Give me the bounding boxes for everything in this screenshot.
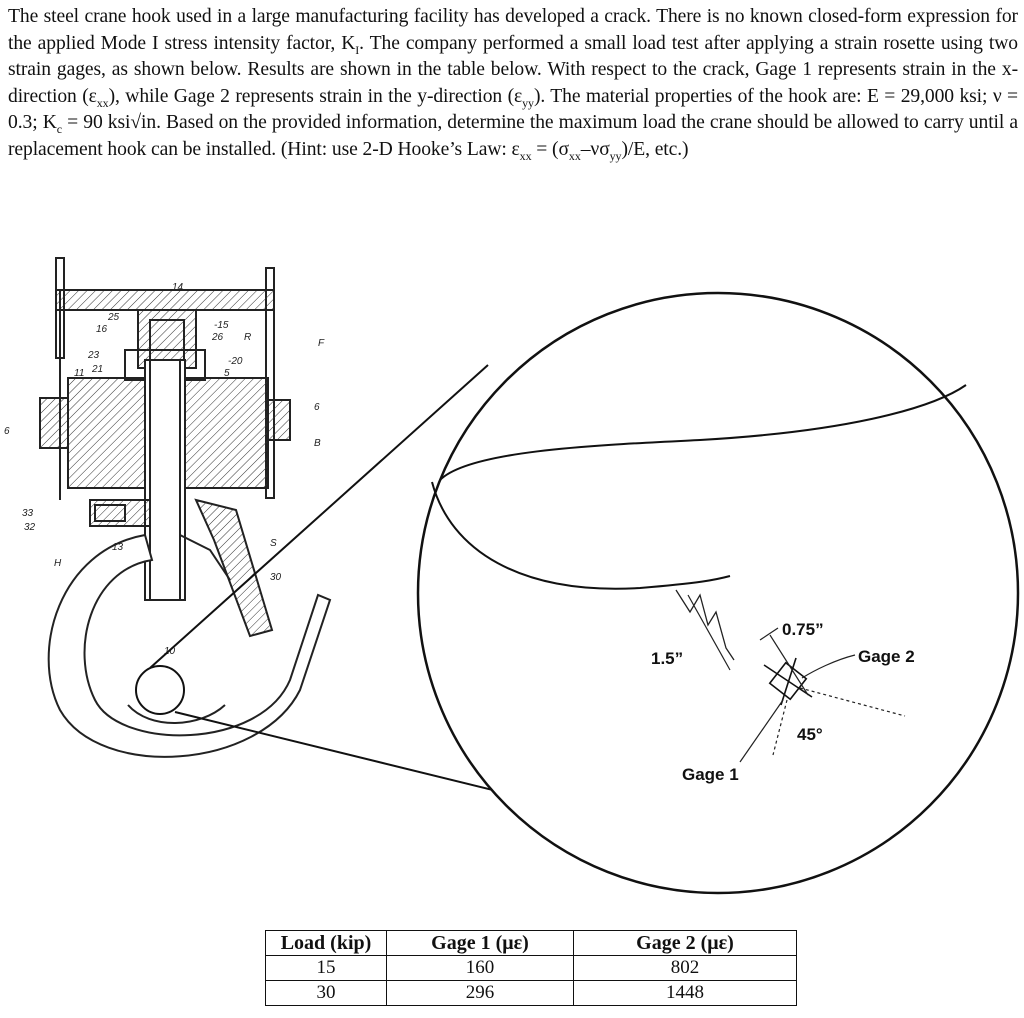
part-label: 23	[87, 350, 100, 361]
part-label: R	[244, 332, 251, 343]
table-header-row: Load (kip) Gage 1 (με) Gage 2 (με)	[265, 930, 797, 956]
angle-label: 45°	[797, 725, 823, 744]
part-label: -20	[228, 356, 243, 367]
table-cell: 802	[573, 955, 797, 981]
part-label: 32	[24, 522, 36, 533]
crack-location-circle	[135, 665, 185, 715]
crack-length-label: 1.5”	[651, 649, 683, 668]
part-label: 11	[74, 368, 84, 379]
part-label: 26	[211, 332, 224, 343]
part-label: H	[54, 558, 62, 569]
part-label: 14	[172, 282, 184, 293]
magnified-view: 1.5” 0.75” Gage 2 45° Gage 1	[416, 291, 1020, 895]
part-label: 33	[22, 508, 34, 519]
table-cell: 1448	[573, 980, 797, 1006]
gage-1-label: Gage 1	[682, 765, 739, 784]
strain-rosette	[763, 657, 813, 706]
part-label: 6	[314, 402, 320, 413]
column-header: Gage 1 (με)	[386, 930, 574, 956]
part-label: 25	[107, 312, 120, 323]
part-label: B	[314, 438, 321, 449]
column-header: Gage 2 (με)	[573, 930, 797, 956]
hook-assembly-drawing	[39, 257, 332, 758]
crack	[675, 589, 735, 661]
table-cell: 15	[265, 955, 387, 981]
table-cell: 30	[265, 980, 387, 1006]
part-label: 13	[112, 542, 124, 553]
part-label: 16	[96, 324, 108, 335]
gage-distance-label: 0.75”	[782, 620, 824, 639]
zoom-callout-line	[149, 364, 489, 669]
table-cell: 296	[386, 980, 574, 1006]
table-cell: 160	[386, 955, 574, 981]
table-row: 15 160 802	[265, 955, 797, 981]
problem-statement: The steel crane hook used in a large man…	[8, 6, 1019, 163]
part-label: 21	[91, 364, 103, 375]
strain-data-table: Load (kip) Gage 1 (με) Gage 2 (με) 15 16…	[265, 930, 797, 1006]
part-label: 30	[270, 572, 282, 583]
part-label: F	[318, 338, 325, 349]
crane-hook-figure: 14 25 -15 26 16 R 23 -20 11 21 5 F 6 6 B…	[4, 257, 1020, 895]
table-row: 30 296 1448	[265, 980, 797, 1006]
part-label: S	[270, 538, 277, 549]
part-label: 6	[4, 426, 10, 437]
part-label: 5	[224, 368, 230, 379]
part-label: -15	[214, 320, 229, 331]
column-header: Load (kip)	[265, 930, 387, 956]
gage-2-label: Gage 2	[858, 647, 915, 666]
